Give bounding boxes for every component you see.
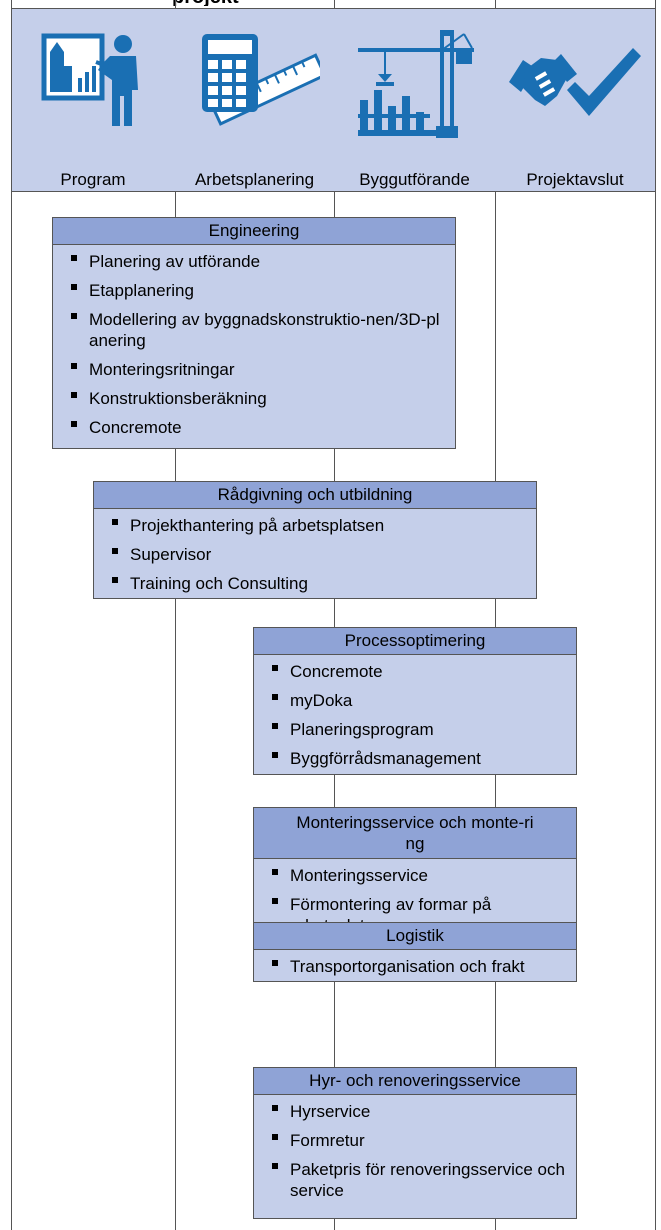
list-item: Formretur: [254, 1130, 576, 1151]
list-item: Modellering av byggnadskonstruktio-nen/3…: [53, 309, 455, 351]
presentation-icon: [38, 30, 148, 135]
list-item: Training och Consulting: [94, 573, 536, 594]
box-title: Processoptimering: [254, 628, 576, 655]
list-item: Monteringsservice: [254, 865, 576, 886]
list-item: Paketpris för renoveringsservice och ser…: [254, 1159, 576, 1201]
list-item: Konstruktionsberäkning: [53, 388, 455, 409]
column-line-2: [175, 0, 176, 1230]
box-title: Monteringsservice och monte-ring: [254, 808, 576, 859]
box-radgivning: Rådgivning och utbildning Projekthanteri…: [93, 481, 537, 599]
list-item: Byggförrådsmanagement: [254, 748, 576, 769]
box-title: Logistik: [254, 923, 576, 950]
box-engineering: Engineering Planering av utförande Etapp…: [52, 217, 456, 449]
list-item: Supervisor: [94, 544, 536, 565]
box-title: Hyr- och renoveringsservice: [254, 1068, 576, 1095]
list-item: Planering av utförande: [53, 251, 455, 272]
box-title: Engineering: [53, 218, 455, 245]
list-item: Monteringsritningar: [53, 359, 455, 380]
list-item: Hyrservice: [254, 1101, 576, 1122]
handshake-checkmark-icon: [505, 30, 645, 135]
list-item: Concremote: [254, 661, 576, 682]
column-line-1: [11, 0, 12, 1230]
column-label-program: Program: [60, 170, 126, 189]
box-hyr-renovering: Hyr- och renoveringsservice Hyrservice F…: [253, 1067, 577, 1219]
list-item: Projekthantering på arbetsplatsen: [94, 515, 536, 536]
box-item-list: Transportorganisation och frakt: [254, 950, 576, 989]
crane-construction-icon: [350, 30, 480, 145]
box-processoptimering: Processoptimering Concremote myDoka Plan…: [253, 627, 577, 775]
list-item: Concremote: [53, 417, 455, 438]
box-item-list: Hyrservice Formretur Paketpris för renov…: [254, 1095, 576, 1213]
page-title: projekt: [172, 0, 239, 6]
list-item: myDoka: [254, 690, 576, 711]
list-item: Planeringsprogram: [254, 719, 576, 740]
box-title: Rådgivning och utbildning: [94, 482, 536, 509]
column-line-3: [334, 0, 335, 1230]
column-byggutforande: Byggutförande: [334, 8, 495, 192]
column-program: Program: [11, 8, 175, 192]
column-label-arbetsplanering: Arbetsplanering: [194, 170, 315, 189]
column-label-byggutforande: Byggutförande: [359, 170, 470, 189]
column-arbetsplanering: Arbetsplanering: [175, 8, 334, 192]
column-line-5: [655, 0, 656, 1230]
list-item: Etapplanering: [53, 280, 455, 301]
box-logistik: Logistik Transportorganisation och frakt: [253, 922, 577, 982]
calculator-ruler-icon: [190, 30, 327, 135]
column-label-projektavslut: Projektavslut: [526, 170, 624, 189]
list-item: Transportorganisation och frakt: [254, 956, 576, 977]
box-item-list: Projekthantering på arbetsplatsen Superv…: [94, 509, 536, 606]
box-item-list: Planering av utförande Etapplanering Mod…: [53, 245, 455, 450]
box-item-list: Concremote myDoka Planeringsprogram Bygg…: [254, 655, 576, 781]
column-line-4: [495, 0, 496, 1230]
column-projektavslut: Projektavslut: [495, 8, 655, 192]
